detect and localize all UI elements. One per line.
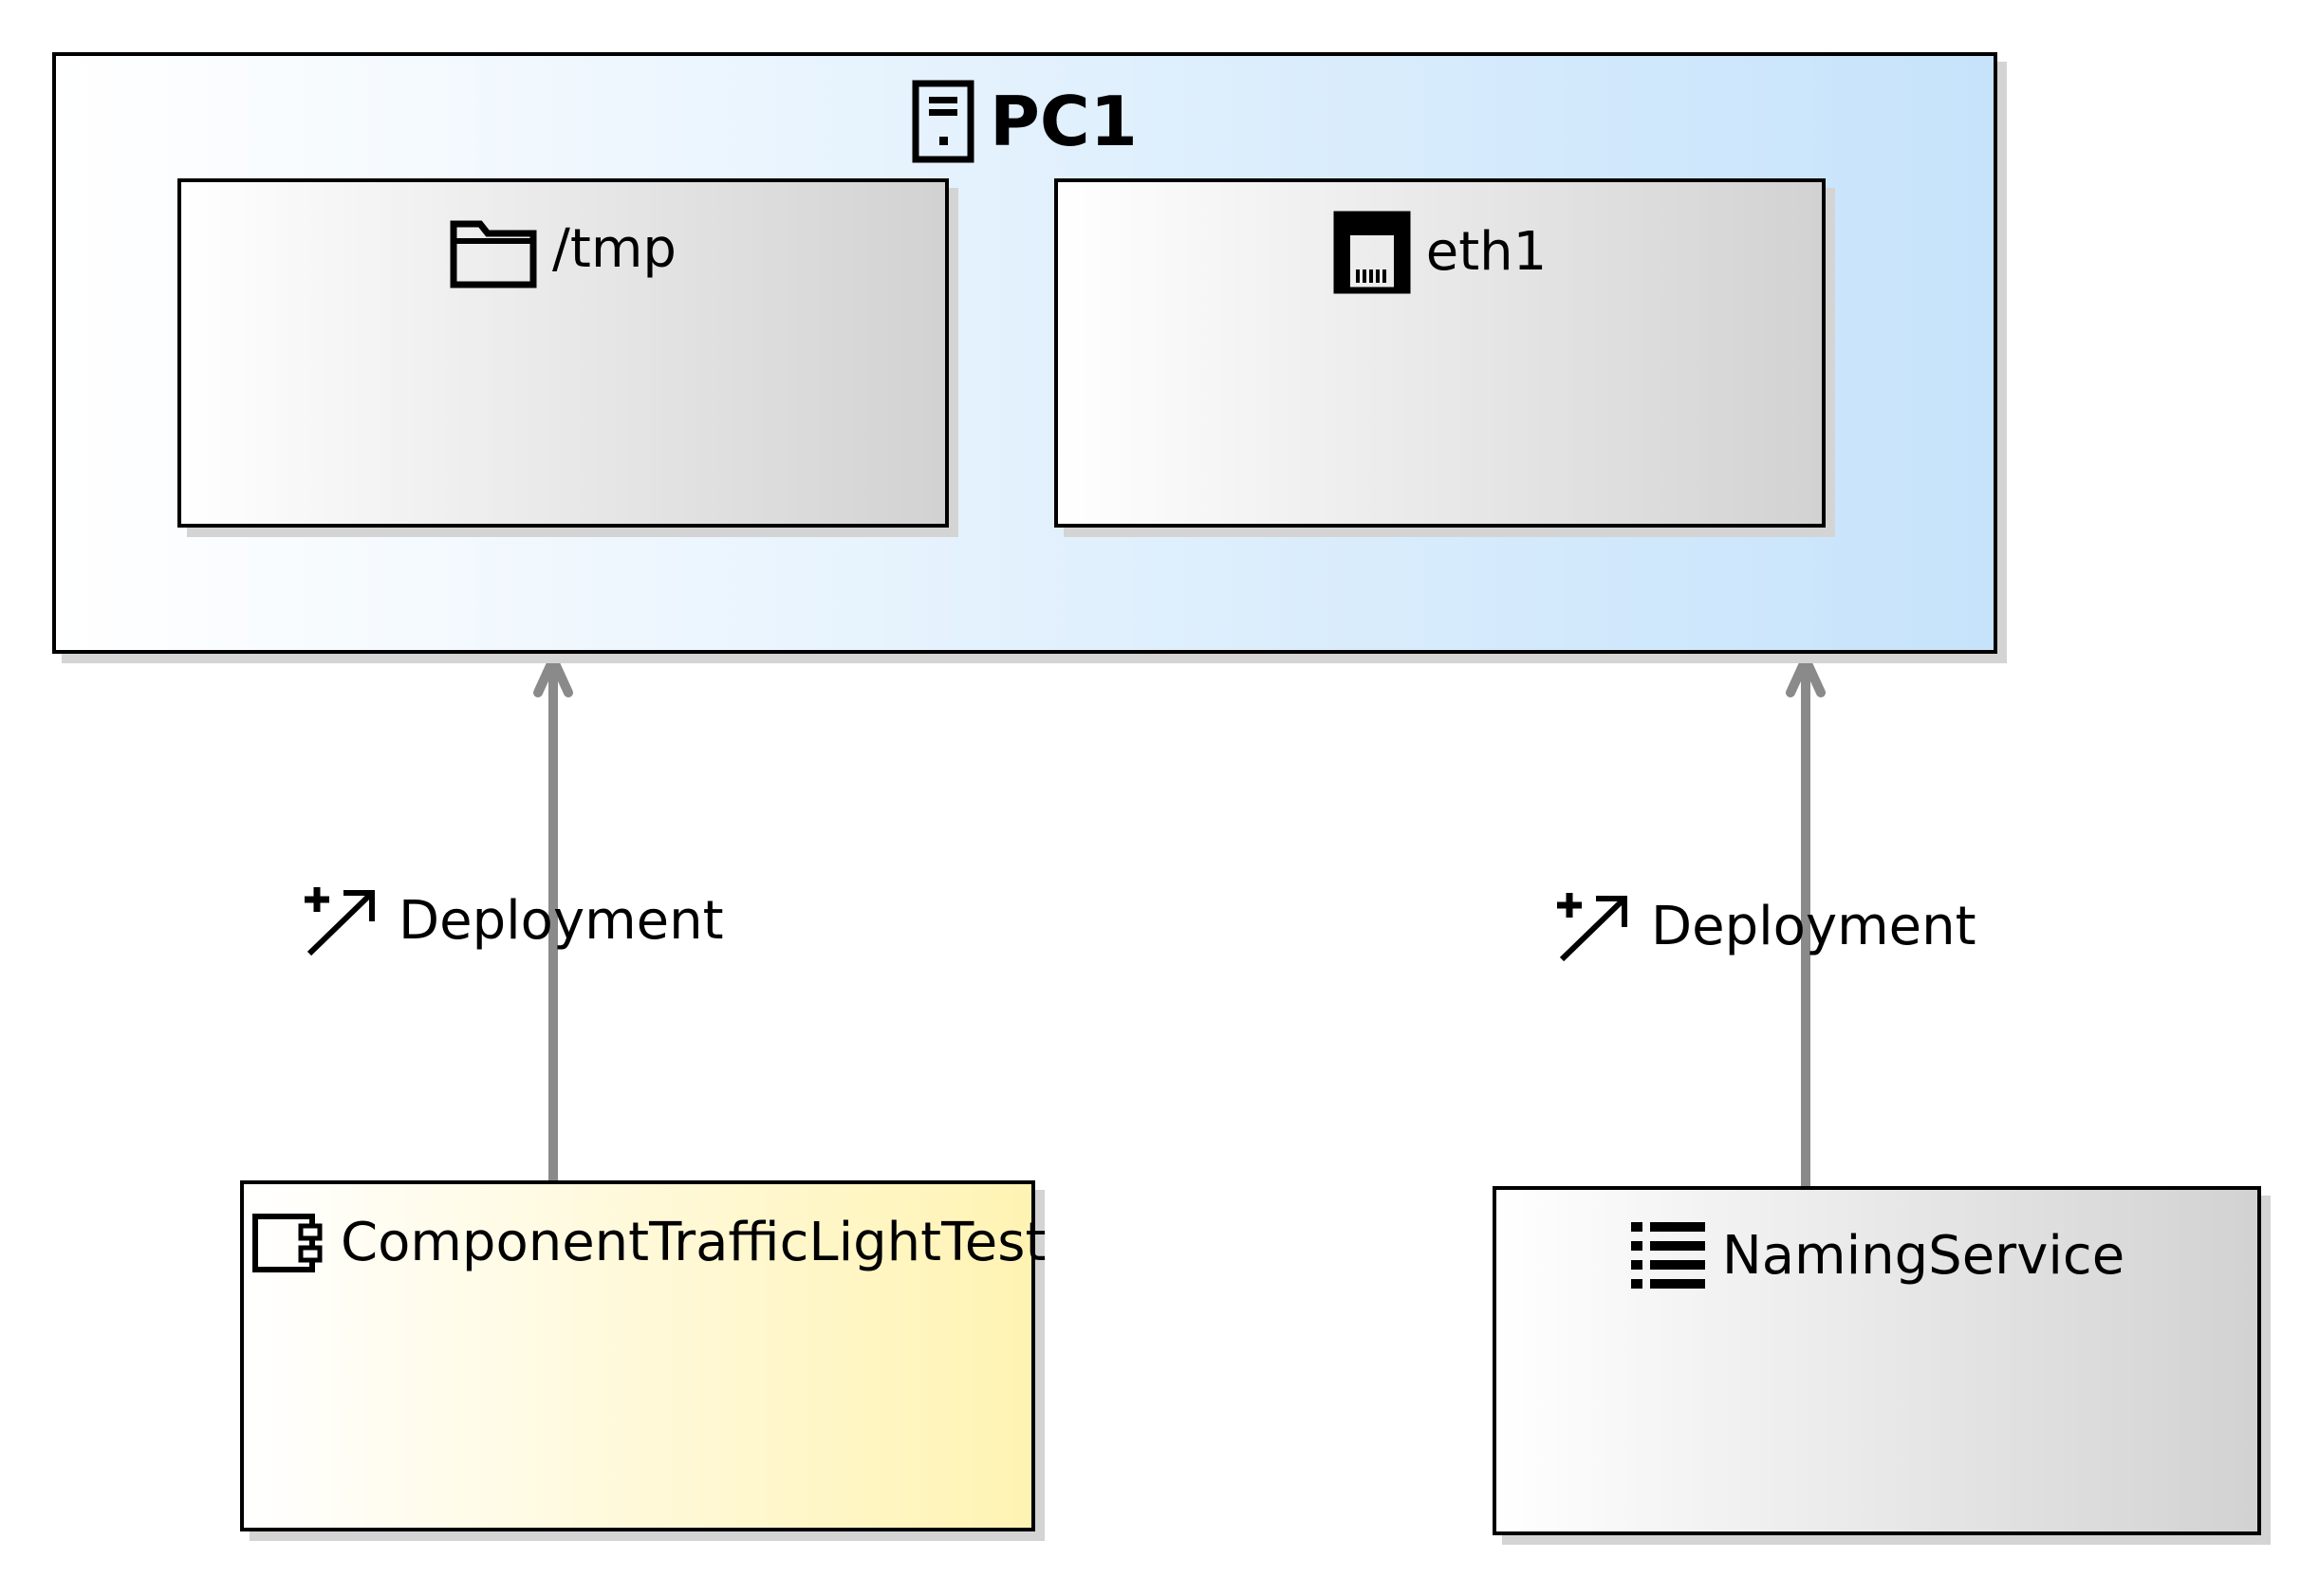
artifact-tmp-label: /tmp xyxy=(552,218,677,280)
deployment-label-1-text: Deployment xyxy=(399,890,724,952)
node-title: PC1 xyxy=(990,82,1138,161)
server-icon xyxy=(912,80,974,163)
deployment-icon xyxy=(1554,891,1632,963)
component-icon xyxy=(251,1213,325,1273)
component-traffic-light-test[interactable]: ComponentTrafficLightTest xyxy=(240,1180,1046,1531)
folder-icon xyxy=(450,211,537,288)
deployment-label-1: Deployment xyxy=(302,885,724,957)
list-icon xyxy=(1629,1218,1707,1294)
deployment-icon xyxy=(302,885,380,957)
network-port-icon xyxy=(1333,211,1411,294)
naming-service-label: NamingService xyxy=(1721,1225,2125,1287)
artifact-eth1-label: eth1 xyxy=(1425,221,1548,283)
deployment-edge-1[interactable] xyxy=(533,655,573,1180)
artifact-tmp[interactable]: /tmp xyxy=(177,178,949,528)
component-label: ComponentTrafficLightTest xyxy=(341,1212,1047,1273)
deployment-label-2: Deployment xyxy=(1554,891,1976,963)
node-pc1[interactable]: PC1 /tmp xyxy=(52,52,1997,654)
deployment-label-2-text: Deployment xyxy=(1651,896,1976,957)
deployment-edge-2[interactable] xyxy=(1786,655,1826,1186)
artifact-eth1[interactable]: eth1 xyxy=(1054,178,1826,528)
naming-service[interactable]: NamingService xyxy=(1493,1186,2261,1535)
